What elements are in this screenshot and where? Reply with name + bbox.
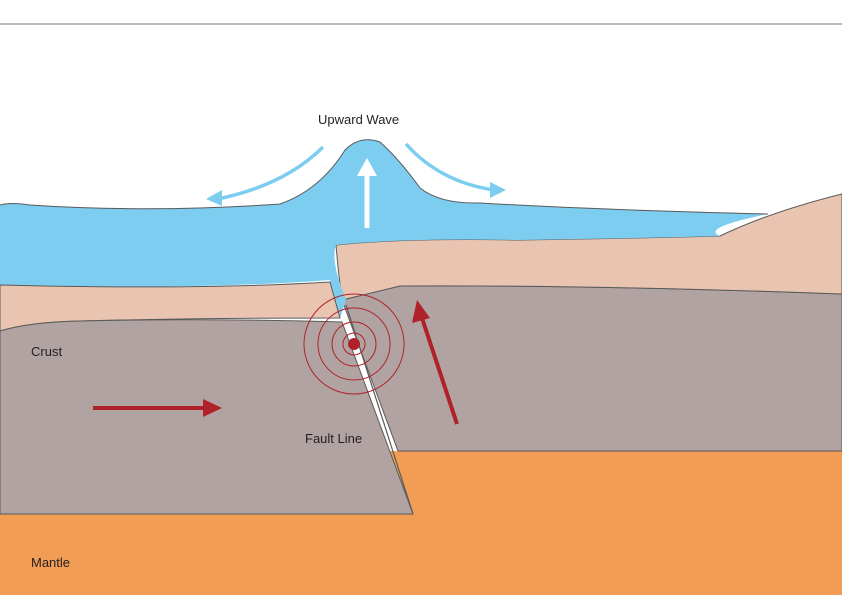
wave-surface-line bbox=[0, 139, 769, 215]
ocean-water bbox=[0, 139, 768, 318]
upward-arrow-icon bbox=[357, 158, 377, 228]
crust-label: Crust bbox=[31, 344, 63, 359]
wave-arrow-left-icon bbox=[206, 145, 325, 206]
epicenter-dot bbox=[348, 338, 360, 350]
plate-uplift-arrow-icon bbox=[412, 300, 459, 425]
epicenter-rings bbox=[303, 293, 405, 395]
fault-line-label: Fault Line bbox=[305, 431, 363, 446]
sediment-right bbox=[335, 193, 842, 301]
wave-arrow-right-icon bbox=[404, 142, 506, 198]
mantle-label: Mantle bbox=[31, 555, 71, 570]
plate-push-arrow-icon bbox=[93, 399, 222, 417]
upward-wave-label: Upward Wave bbox=[318, 112, 400, 127]
